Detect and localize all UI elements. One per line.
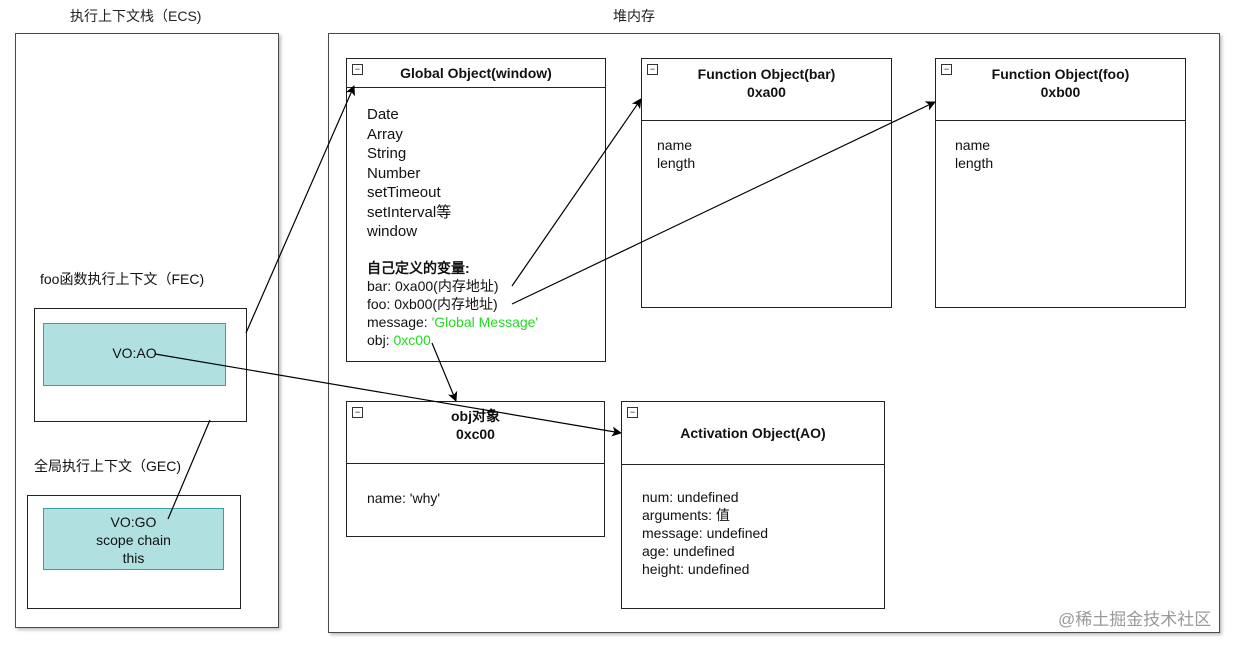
prop-item: height: undefined <box>642 561 750 577</box>
fec-label: foo函数执行上下文（FEC) <box>40 271 205 287</box>
foo-function-props: name length <box>955 136 1185 172</box>
gec-line-vo: VO:GO <box>110 514 157 530</box>
bar-function-title: Function Object(bar) <box>697 66 836 82</box>
message-value: 'Global Message' <box>431 314 539 330</box>
prop-item: num: undefined <box>642 489 739 505</box>
bar-function-object-box[interactable]: − Function Object(bar) 0xa00 name length <box>641 58 892 308</box>
builtin-item: Array <box>367 125 403 143</box>
obj-var-line: obj: 0xc00 <box>367 331 605 349</box>
message-var-line: message: 'Global Message' <box>367 313 605 331</box>
gec-line-this: this <box>122 550 145 566</box>
activation-object-box[interactable]: − Activation Object(AO) num: undefined a… <box>621 401 885 609</box>
builtin-item: window <box>367 223 418 240</box>
builtin-item: String <box>367 145 407 162</box>
activation-object-header: Activation Object(AO) <box>622 402 884 465</box>
prop-item: name: 'why' <box>367 490 441 506</box>
gec-line-scope-chain: scope chain <box>96 532 171 548</box>
ecs-title: 执行上下文栈（ECS) <box>70 8 202 24</box>
gec-label: 全局执行上下文（GEC) <box>34 458 181 474</box>
foo-var-line: foo: 0xb00(内存地址) <box>367 296 498 312</box>
prop-item: message: undefined <box>642 525 769 541</box>
global-object-header: Global Object(window) <box>347 59 605 88</box>
prop-item: length <box>657 155 696 171</box>
gec-vo-cell[interactable]: VO:GO scope chain this <box>43 508 224 570</box>
builtin-item: setTimeout <box>367 184 441 201</box>
foo-function-object-box[interactable]: − Function Object(foo) 0xb00 name length <box>935 58 1186 308</box>
builtin-item: setInterval等 <box>367 203 452 221</box>
collapse-icon[interactable]: − <box>352 64 363 75</box>
message-prefix: message: <box>367 314 432 330</box>
fec-vo-text: VO:AO <box>112 345 157 361</box>
obj-object-address: 0xc00 <box>456 426 495 442</box>
foo-function-title: Function Object(foo) <box>991 66 1130 82</box>
collapse-icon[interactable]: − <box>941 64 952 75</box>
obj-object-props: name: 'why' <box>367 489 604 507</box>
bar-function-props: name length <box>657 136 891 172</box>
global-object-builtins: Date Array String Number setTimeout setI… <box>367 105 605 242</box>
foo-function-address: 0xb00 <box>1040 84 1081 100</box>
obj-value: 0xc00 <box>393 332 431 348</box>
builtin-item: Number <box>367 164 421 182</box>
prop-item: name <box>955 137 991 153</box>
custom-vars-title: 自己定义的变量: <box>367 260 470 276</box>
prop-item: length <box>955 155 994 171</box>
heap-title: 堆内存 <box>613 8 655 24</box>
collapse-icon[interactable]: − <box>627 407 638 418</box>
bar-function-header: Function Object(bar) 0xa00 <box>642 59 891 121</box>
obj-object-title: obj对象 <box>451 408 500 424</box>
obj-object-box[interactable]: − obj对象 0xc00 name: 'why' <box>346 401 605 537</box>
collapse-icon[interactable]: − <box>647 64 658 75</box>
activation-object-props: num: undefined arguments: 值 message: und… <box>642 488 884 578</box>
builtin-item: Date <box>367 106 399 123</box>
bar-function-address: 0xa00 <box>747 84 786 100</box>
global-object-custom: 自己定义的变量: bar: 0xa00(内存地址) foo: 0xb00(内存地… <box>367 259 605 349</box>
foo-function-header: Function Object(foo) 0xb00 <box>936 59 1185 121</box>
watermark: @稀土掘金技术社区 <box>1058 610 1212 629</box>
fec-vo-cell[interactable]: VO:AO <box>43 323 226 386</box>
obj-prefix: obj: <box>367 332 394 348</box>
prop-item: arguments: 值 <box>642 507 730 523</box>
prop-item: age: undefined <box>642 543 735 559</box>
obj-object-header: obj对象 0xc00 <box>347 402 604 464</box>
bar-var-line: bar: 0xa00(内存地址) <box>367 278 499 294</box>
prop-item: name <box>657 137 693 153</box>
global-object-box[interactable]: − Global Object(window) Date Array Strin… <box>346 58 606 362</box>
